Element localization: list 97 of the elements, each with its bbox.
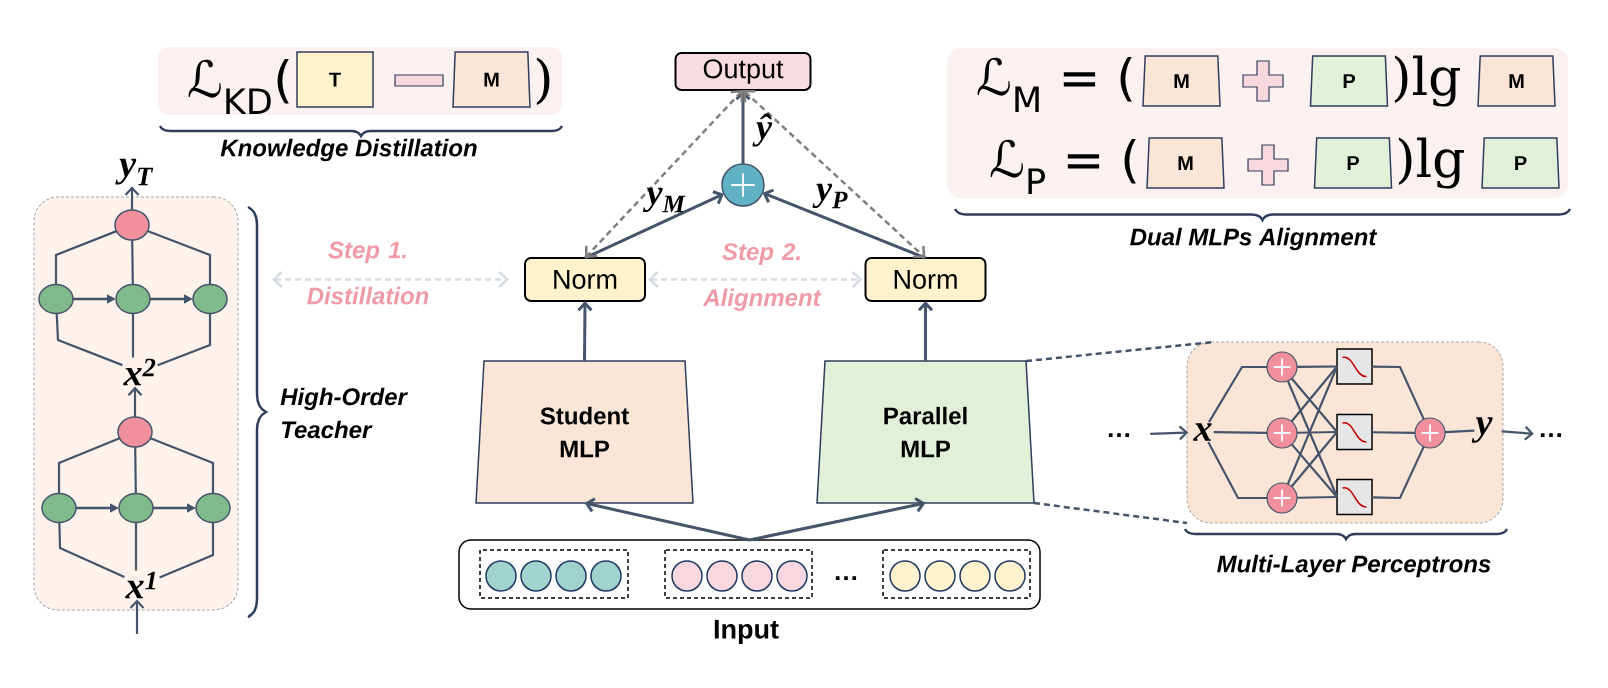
ellipsis: … xyxy=(1108,433,1130,437)
dashed-arrow xyxy=(648,271,863,288)
arrow xyxy=(577,301,593,361)
dashed-arrow xyxy=(585,90,743,258)
mlp-trapezoid: Student MLP xyxy=(475,360,694,504)
graph-node-circle xyxy=(195,492,231,524)
connector-line xyxy=(54,230,117,285)
connector-line xyxy=(1372,446,1425,500)
connector-line xyxy=(131,313,135,358)
norm-box: Norm xyxy=(864,257,987,302)
edge-label: ŷ xyxy=(752,113,773,147)
plus-circle xyxy=(721,163,765,207)
connector-line xyxy=(1297,495,1338,499)
arrow xyxy=(584,190,724,260)
activation-box xyxy=(1336,478,1373,516)
connector-line xyxy=(150,437,215,494)
connector-line xyxy=(131,240,134,285)
edge-label: Step 2. Alignment xyxy=(702,243,822,311)
dashed-arrow xyxy=(272,271,509,288)
brace-label: Knowledge Distillation xyxy=(220,138,477,162)
arrow xyxy=(1150,425,1189,441)
graph-node-circle xyxy=(41,492,77,524)
graph-node-circle xyxy=(115,283,151,315)
dashed-connector-line xyxy=(1033,501,1188,525)
connector-line xyxy=(1208,365,1267,423)
arrow xyxy=(124,186,140,210)
connector-line xyxy=(1444,429,1475,434)
math-formula: )lg xyxy=(1398,137,1464,189)
math-symbol: y$_{T}$ xyxy=(115,158,154,186)
graph-node-circle xyxy=(117,416,153,448)
arrow xyxy=(749,497,926,542)
math-symbol: x xyxy=(1193,423,1212,441)
connector-line xyxy=(1286,380,1339,498)
graph-node-circle xyxy=(114,209,150,241)
connector-line xyxy=(1290,377,1338,433)
trapezoid-term: P xyxy=(1313,137,1393,189)
arrow xyxy=(584,497,750,542)
edge-label: y$_{P}$ xyxy=(812,183,848,209)
plus-circle xyxy=(1266,417,1298,449)
math-formula: )lg xyxy=(1394,55,1460,107)
edge-label: Step 1. Distillation xyxy=(307,241,429,305)
math-symbol: x$^{2}$ xyxy=(123,358,156,386)
edge-label: y$_{M}$ xyxy=(642,187,686,213)
dashed-arrow xyxy=(743,89,926,259)
trapezoid-term: M xyxy=(1142,55,1221,107)
plus-circle xyxy=(1266,351,1298,383)
output-box: Output xyxy=(674,52,812,91)
graph-node-circle xyxy=(38,283,74,315)
math-formula: ℒ$_{KD}$( xyxy=(188,59,289,114)
ellipsis: … xyxy=(835,576,857,580)
term-box: T xyxy=(296,51,374,108)
connector-line xyxy=(1207,441,1267,500)
brace-label: High-Order Teacher xyxy=(280,387,408,439)
connector-line xyxy=(1290,443,1338,498)
connector-line xyxy=(1297,430,1338,434)
input-label: Input xyxy=(714,619,779,645)
activation-box xyxy=(1336,413,1373,451)
activation-box xyxy=(1336,348,1373,385)
brace-label: Multi-Layer Perceptrons xyxy=(1217,554,1491,578)
connector-line xyxy=(134,447,137,494)
connector-line xyxy=(1372,365,1425,420)
connector-line xyxy=(1213,431,1268,434)
brace-label: Dual MLPs Alignment xyxy=(1130,227,1378,251)
trapezoid-term: P xyxy=(1309,55,1389,107)
arrow xyxy=(917,301,934,361)
math-formula: ) xyxy=(536,57,550,106)
connector-line xyxy=(134,522,138,571)
math-symbol: x$^{1}$ xyxy=(125,571,156,599)
connector-line xyxy=(1290,365,1338,423)
graph-node-circle xyxy=(192,283,228,315)
arrow xyxy=(1501,425,1534,441)
connector-line xyxy=(1286,366,1339,485)
math-formula: ℒ$_{P}$ = ( xyxy=(990,139,1136,194)
ellipsis: … xyxy=(1540,433,1562,437)
arrow xyxy=(762,188,927,260)
plus-circle xyxy=(1266,482,1298,514)
norm-box: Norm xyxy=(524,257,646,302)
trapezoid-term: M xyxy=(1146,137,1225,189)
connector-line xyxy=(1297,365,1338,368)
connector-line xyxy=(1290,431,1338,488)
connector-line xyxy=(159,522,215,579)
arrow xyxy=(127,386,143,417)
plus-circle xyxy=(1414,417,1446,449)
arrow xyxy=(129,599,145,634)
connector-line xyxy=(157,313,212,367)
trapezoid-term: P xyxy=(1481,137,1560,189)
connector-line xyxy=(1372,431,1416,434)
connector-line xyxy=(58,522,125,579)
graph-node-circle xyxy=(118,492,154,524)
connector-line xyxy=(55,313,123,367)
math-symbol: y xyxy=(1471,417,1493,443)
trapezoid-term: M xyxy=(452,51,531,108)
mlp-trapezoid: Parallel MLP xyxy=(816,360,1035,504)
math-formula: ℒ$_{M}$ = ( xyxy=(977,57,1132,112)
trapezoid-term: M xyxy=(1477,55,1556,107)
connector-line xyxy=(57,437,120,494)
connector-line xyxy=(147,229,212,285)
